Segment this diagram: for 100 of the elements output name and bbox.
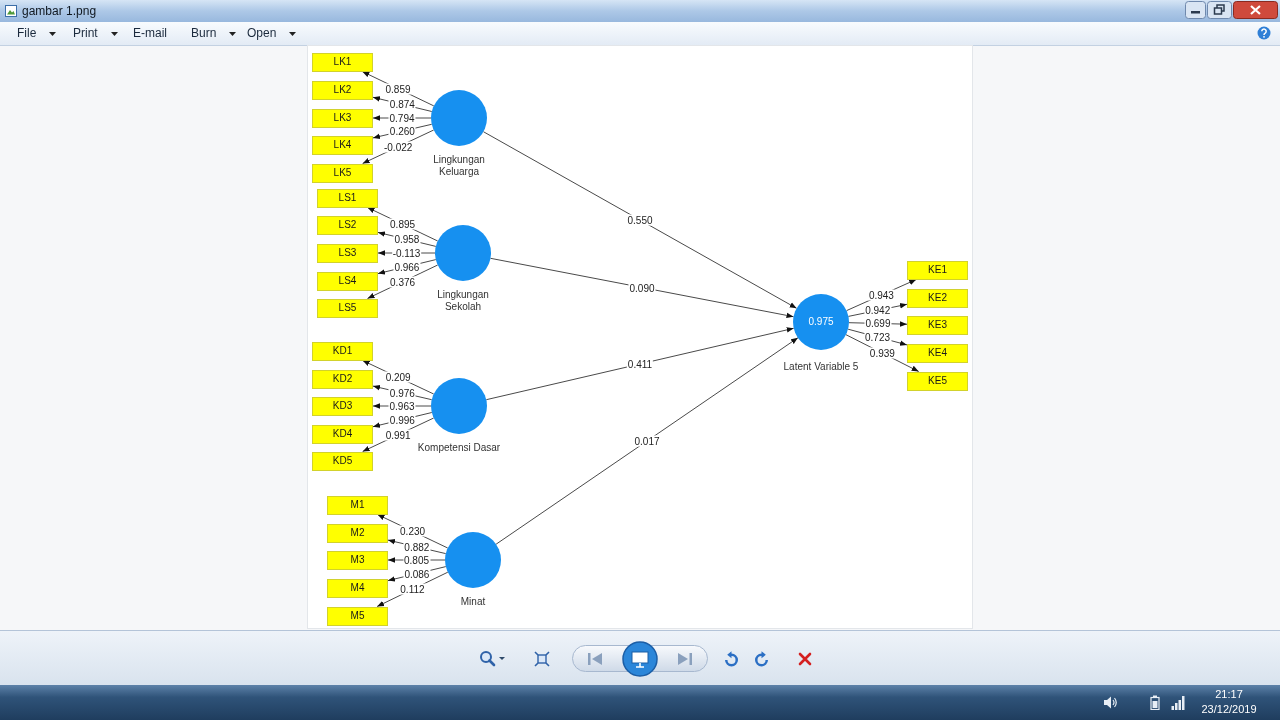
indicator-box — [327, 578, 388, 598]
indicator-label: KE4 — [928, 347, 947, 359]
node-value: 0.975 — [808, 316, 834, 328]
edge-label: 0.874 — [388, 98, 416, 110]
indicator-box — [312, 108, 373, 128]
indicator-box — [327, 523, 388, 543]
edge-label: 0.966 — [393, 261, 421, 273]
edge-label: 0.939 — [868, 347, 896, 359]
arrow — [485, 327, 795, 401]
indicator-box — [317, 243, 378, 263]
indicator-box — [907, 315, 968, 335]
indicator-label: LS1 — [338, 192, 357, 204]
edge-label: 0.805 — [403, 554, 430, 566]
indicator-label: KE1 — [928, 264, 947, 276]
latent-variable-name: Kompetensi Dasar — [417, 442, 501, 454]
edge-label: 0.976 — [388, 387, 416, 399]
arrow — [495, 337, 799, 545]
indicator-label: LS4 — [338, 275, 357, 287]
edge-label: 0.209 — [384, 371, 412, 383]
latent-variable-name: Minat — [460, 596, 486, 608]
edge-label: 0.376 — [389, 276, 417, 288]
indicator-label: KD5 — [332, 455, 353, 467]
indicator-box — [327, 606, 388, 626]
edge-label: 0.942 — [864, 304, 892, 316]
menu-button: Print — [73, 26, 118, 41]
menu-button: File — [17, 26, 57, 41]
latent-variable-name: Latent Variable 5 — [783, 361, 859, 373]
indicator-box — [317, 271, 378, 291]
edge-label: 0.550 — [626, 214, 654, 226]
indicator-label: KD2 — [332, 373, 353, 385]
indicator-label: M4 — [350, 582, 365, 594]
indicator-label: M2 — [350, 527, 365, 539]
edge-label: 0.996 — [388, 414, 416, 426]
indicator-label: M3 — [350, 554, 365, 566]
indicator-label: LK5 — [333, 167, 352, 179]
indicator-label: KE3 — [928, 319, 947, 331]
indicator-label: LK3 — [333, 112, 352, 124]
indicator-box — [907, 343, 968, 363]
indicator-box — [907, 288, 968, 308]
indicator-label: LS5 — [338, 302, 357, 314]
indicator-box — [312, 396, 373, 416]
indicator-box — [312, 135, 373, 155]
edge-label: 0.699 — [864, 317, 892, 329]
menu-button: Burn — [191, 26, 237, 41]
indicator-box — [327, 550, 388, 570]
clock-date: 23/12/2019 — [1200, 703, 1258, 716]
menu-button: Open — [247, 26, 297, 41]
latent-variable-circle — [431, 378, 487, 434]
edge-label: 0.963 — [388, 400, 416, 412]
indicator-label: LS3 — [338, 247, 357, 259]
indicator-box — [312, 341, 373, 361]
menu-button: E-mail — [133, 26, 167, 41]
indicator-box — [312, 424, 373, 444]
indicator-label: KE5 — [928, 375, 947, 387]
latent-variable-circle — [435, 225, 491, 281]
arrow — [490, 257, 794, 319]
edge-label: 0.723 — [864, 331, 892, 343]
edge-label: 0.882 — [403, 541, 431, 553]
edge-label: -0.022 — [382, 141, 414, 153]
indicator-label: KD3 — [332, 400, 353, 412]
indicator-label: KD1 — [332, 345, 353, 357]
indicator-box — [312, 369, 373, 389]
edge-label: 0.230 — [399, 525, 427, 537]
indicator-box — [312, 451, 373, 471]
edge-label: 0.411 — [626, 358, 654, 370]
indicator-label: LK1 — [333, 56, 352, 68]
latent-variable-circle — [431, 90, 487, 146]
indicator-label: KD4 — [332, 428, 353, 440]
arrow — [482, 131, 798, 309]
edge-label: 0.017 — [633, 435, 661, 447]
indicator-box — [312, 80, 373, 100]
edge-label: 0.794 — [388, 112, 416, 124]
indicator-box — [317, 298, 378, 318]
edge-label: 0.943 — [867, 289, 895, 301]
edge-label: 0.859 — [384, 83, 412, 95]
edge-label: 0.260 — [388, 125, 416, 137]
edge-label: 0.991 — [384, 429, 412, 441]
indicator-box — [317, 215, 378, 235]
indicator-label: LK4 — [333, 139, 352, 151]
indicator-box — [312, 52, 373, 72]
indicator-label: M5 — [350, 610, 365, 622]
latent-variable-circle — [793, 294, 849, 350]
indicator-box — [317, 188, 378, 208]
edge-label: 0.958 — [393, 233, 421, 245]
indicator-box — [327, 495, 388, 515]
indicator-box — [907, 371, 968, 391]
latent-variable-name: Lingkungan Keluarga — [432, 154, 486, 178]
indicator-box — [907, 260, 968, 280]
indicator-box — [312, 163, 373, 183]
latent-variable-circle — [445, 532, 501, 588]
latent-variable-name: Lingkungan Sekolah — [436, 289, 490, 313]
edge-label: 0.090 — [628, 282, 656, 293]
indicator-label: M1 — [350, 499, 365, 511]
indicator-label: KE2 — [928, 292, 947, 304]
indicator-label: LK2 — [333, 84, 352, 96]
indicator-label: LS2 — [338, 219, 357, 231]
window-title: gambar 1.png — [22, 4, 97, 18]
edge-label: 0.112 — [399, 583, 426, 595]
edge-label: -0.113 — [391, 247, 422, 259]
edge-label: 0.895 — [389, 218, 417, 230]
